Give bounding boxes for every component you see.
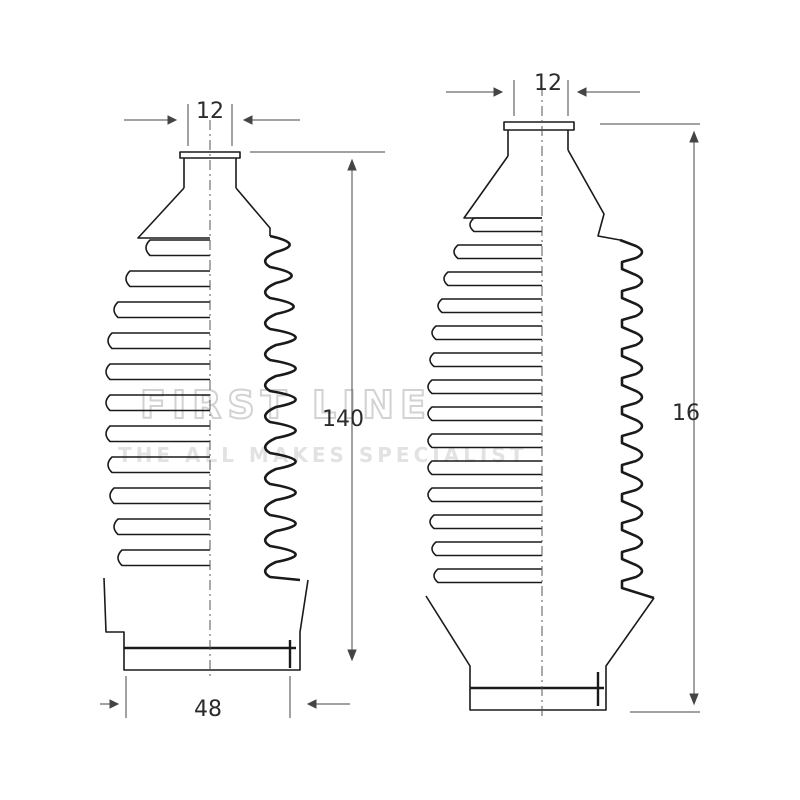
pleat-ring: [113, 301, 210, 319]
pleat-ring: [427, 487, 542, 503]
right-boot-profile: [619, 238, 655, 600]
pleat-ring: [431, 541, 542, 557]
right-boot-neck: [503, 121, 575, 156]
pleat-ring: [433, 568, 542, 584]
pleat-ring: [117, 549, 210, 567]
right-boot-pleats: [427, 217, 542, 584]
right-boot-skirt: [425, 595, 655, 711]
pleat-ring: [453, 244, 542, 260]
pleat-ring: [469, 217, 542, 233]
pleat-ring: [429, 514, 542, 530]
left-boot-profile: [263, 234, 301, 582]
right-dimensions: [446, 80, 700, 713]
left-bottom-diameter-label: 48: [194, 697, 222, 722]
pleat-ring: [105, 363, 210, 381]
pleat-ring: [431, 325, 542, 341]
left-boot-pleats: [105, 239, 210, 567]
left-length-label: 140: [322, 407, 364, 432]
pleat-ring: [113, 518, 210, 536]
right-length-label: 16: [672, 401, 700, 426]
watermark-tagline: THE ALL MAKES SPECIALIST: [118, 443, 527, 467]
pleat-ring: [107, 332, 210, 350]
pleat-ring: [109, 487, 210, 505]
left-boot-cone: [137, 187, 271, 239]
right-boot: [425, 86, 655, 716]
pleat-ring: [107, 456, 210, 474]
left-top-diameter-label: 12: [196, 99, 224, 124]
left-boot: [103, 120, 309, 680]
pleat-ring: [105, 394, 210, 412]
right-boot-collar: [470, 672, 604, 706]
pleat-ring: [429, 352, 542, 368]
pleat-ring: [427, 460, 542, 476]
pleat-ring: [427, 433, 542, 449]
left-boot-skirt: [103, 577, 309, 671]
pleat-ring: [145, 239, 210, 257]
pleat-ring: [443, 271, 542, 287]
pleat-ring: [105, 425, 210, 443]
pleat-ring: [427, 379, 542, 395]
left-boot-neck: [179, 151, 241, 188]
pleat-ring: [427, 406, 542, 422]
pleat-ring: [125, 270, 210, 288]
pleat-ring: [437, 298, 542, 314]
right-top-diameter-label: 12: [534, 71, 562, 96]
left-dimensions: [100, 104, 385, 718]
